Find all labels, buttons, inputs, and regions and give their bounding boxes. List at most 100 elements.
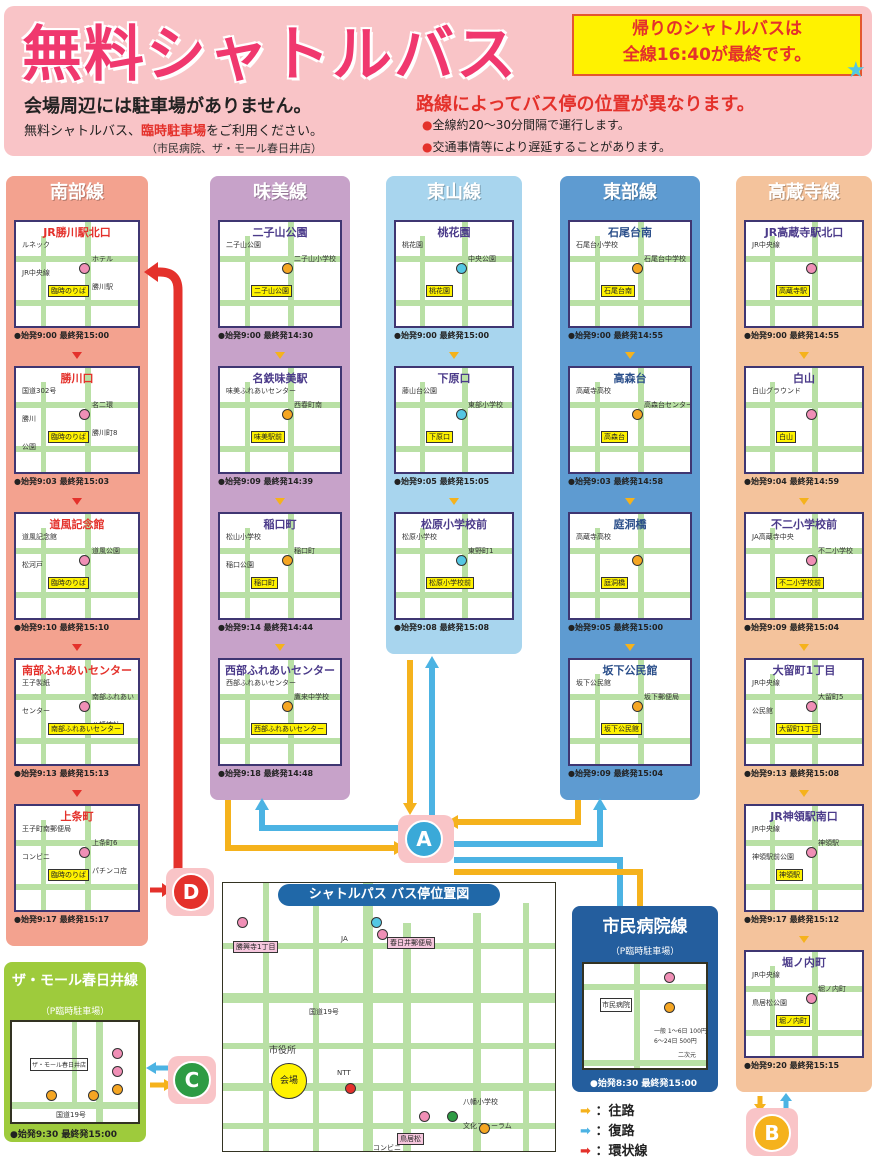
road (85, 222, 92, 326)
use-shuttle-suffix: をご利用ください。 (206, 124, 324, 139)
road (396, 445, 512, 452)
stop-name: 松原小学校前 (421, 518, 487, 531)
map-label: 上条町6 (92, 839, 118, 847)
bus-stop-map: 道風記念館道風記念館道風公園松河戸臨時のりば (14, 512, 140, 620)
hospital-outbound (454, 869, 643, 906)
road (638, 514, 645, 618)
map-label-katsuoji: 勝興寺1丁目 (233, 941, 279, 953)
next-stop-arrow-icon (72, 790, 82, 797)
mall-pin-icon (46, 1090, 57, 1101)
stop-timetable: ●始発9:13 最終発15:08 (744, 769, 840, 778)
stop-name: 坂下公民館 (602, 664, 658, 677)
parking-locations: （市民病院、ザ・モール春日井店） (146, 142, 322, 155)
map-label: ルネック (22, 241, 50, 249)
road (220, 737, 340, 744)
road (220, 256, 340, 262)
map-label: 石尾台小学校 (576, 241, 618, 249)
stop-name: 桃花園 (437, 226, 471, 239)
map-label-school: 八幡小学校 (463, 1098, 498, 1106)
next-stop-arrow-icon (275, 498, 285, 505)
map-label: JR中央線 (752, 971, 780, 979)
bus-stop-pin-icon (456, 263, 467, 274)
stop-timetable: ●始発9:05 最終発15:00 (568, 623, 664, 632)
map-label: 堀ノ内町 (818, 985, 846, 993)
map-label: 公民館 (752, 707, 773, 715)
notice-line1: 帰りのシャトルバスは (632, 19, 802, 39)
road (288, 368, 295, 472)
hospital-pin-icon (664, 972, 675, 983)
road (638, 222, 645, 326)
map-label: 国道302号 (22, 387, 57, 395)
ajiyoshi-return (259, 806, 398, 831)
next-stop-arrow-icon (799, 936, 809, 943)
road (594, 528, 600, 618)
road (85, 660, 92, 764)
map-label: 稲口公園 (226, 561, 254, 569)
stop-sign-label: 庭洞橋 (601, 577, 628, 589)
bus-stop-pin-icon (79, 409, 90, 420)
map-label: JR中央線 (22, 269, 50, 277)
stop-sign-label: 不二小学校前 (776, 577, 824, 589)
next-stop-arrow-icon (275, 352, 285, 359)
stop-sign-label: 高森台 (601, 431, 628, 443)
hub-d: D (172, 873, 210, 911)
bullet-icon: ● (422, 118, 433, 132)
map-label-toriimatsu: 鳥居松 (397, 1133, 424, 1145)
next-stop-arrow-icon (275, 644, 285, 651)
map-label: 中央公園 (468, 255, 496, 263)
stop-pin-icon (377, 929, 388, 940)
road (16, 445, 138, 452)
road (746, 694, 862, 700)
road (396, 548, 512, 554)
road (770, 236, 775, 326)
hospital-fee-label-2: 6～24日 500円 (654, 1038, 697, 1045)
line-header: 味美線 (253, 182, 307, 203)
road (770, 382, 775, 472)
road (770, 528, 775, 618)
map-label: 松原小学校 (402, 533, 437, 541)
next-stop-arrow-icon (799, 790, 809, 797)
mall-label: ザ・モール春日井店 (30, 1058, 89, 1071)
road (85, 514, 92, 618)
next-stop-arrow-icon (625, 644, 635, 651)
star-icon: ★ (846, 58, 866, 83)
map-label: パチンコ店 (92, 867, 127, 875)
map-label-conbini: コンビニ (373, 1144, 401, 1152)
bus-stop-pin-icon (456, 555, 467, 566)
stop-name: JR勝川駅北口 (43, 226, 111, 239)
map-label: 西春町南 (294, 401, 322, 409)
road (746, 986, 862, 992)
next-stop-arrow-icon (72, 498, 82, 505)
no-parking-text: 会場周辺には駐車場がありません。 (24, 96, 312, 117)
stop-name: 庭洞橋 (613, 518, 647, 531)
stop-name: 高森台 (613, 372, 647, 385)
interval-note: ●全線約20～30分間隔で運行します。 (422, 116, 630, 133)
next-stop-arrow-icon (72, 352, 82, 359)
map-label: 道風記念館 (22, 533, 57, 541)
stop-timetable: ●始発9:17 最終発15:17 (14, 915, 110, 924)
hub-c: C (173, 1061, 211, 1099)
venue-marker: 会場 (271, 1063, 307, 1099)
road (420, 236, 425, 326)
map-label: 東部小学校 (468, 401, 503, 409)
bus-stop-map: 庭洞橋高蔵寺高校庭洞橋 (568, 512, 692, 620)
road (396, 299, 512, 306)
stop-name: 不二小学校前 (771, 518, 837, 531)
stop-name: 石尾台南 (608, 226, 652, 239)
road (16, 737, 138, 744)
road (16, 883, 138, 890)
map-label: 石尾台中学校 (644, 255, 686, 263)
stop-sign-label: 坂下公民館 (601, 723, 642, 735)
bus-stop-pin-icon (806, 409, 817, 420)
stop-pin-icon (371, 917, 382, 928)
stop-name: 西部ふれあいセンター (225, 664, 335, 677)
line-header: 東部線 (603, 182, 657, 203)
hospital-time: ●始発8:30 最終発15:00 (590, 1079, 698, 1089)
outbound-arrow-icon: ➡ (580, 1104, 591, 1119)
map-label: 王子製紙 (22, 679, 50, 687)
road (812, 368, 818, 472)
mall-pin-icon (88, 1090, 99, 1101)
map-label: 高森台センター (644, 401, 692, 409)
